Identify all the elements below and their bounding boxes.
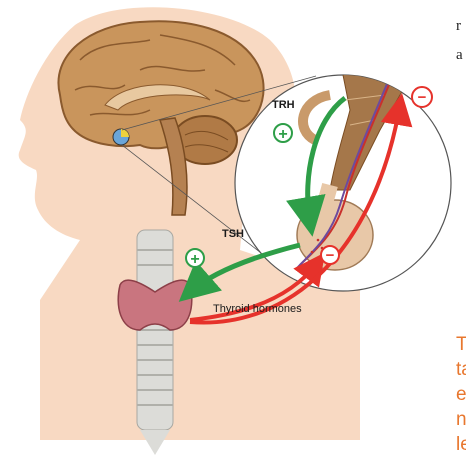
svg-text:+: +: [190, 251, 199, 268]
trachea: [137, 230, 173, 455]
side-line-4: n: [456, 407, 466, 432]
tsh-label: TSH: [222, 228, 244, 240]
svg-text:+: +: [278, 126, 287, 143]
trh-plus-badge: +: [274, 124, 292, 143]
side-paragraph: T ta e n le: [456, 332, 466, 457]
side-line-5: le: [456, 432, 466, 457]
svg-text:−: −: [326, 247, 335, 264]
side-line-3: e: [456, 382, 466, 407]
side-line-2: ta: [456, 357, 466, 382]
pituitary-minus-badge: −: [321, 246, 339, 264]
svg-text:−: −: [418, 89, 427, 106]
side-line-1: T: [456, 332, 466, 357]
thyroid-hormones-label: Thyroid hormones: [213, 303, 302, 315]
tsh-plus-badge: +: [186, 249, 204, 268]
side-text-r: r: [456, 18, 461, 35]
hypothalamus-minus-badge: −: [412, 87, 432, 107]
trh-label: TRH: [272, 99, 295, 111]
side-text-a: a: [456, 47, 463, 64]
